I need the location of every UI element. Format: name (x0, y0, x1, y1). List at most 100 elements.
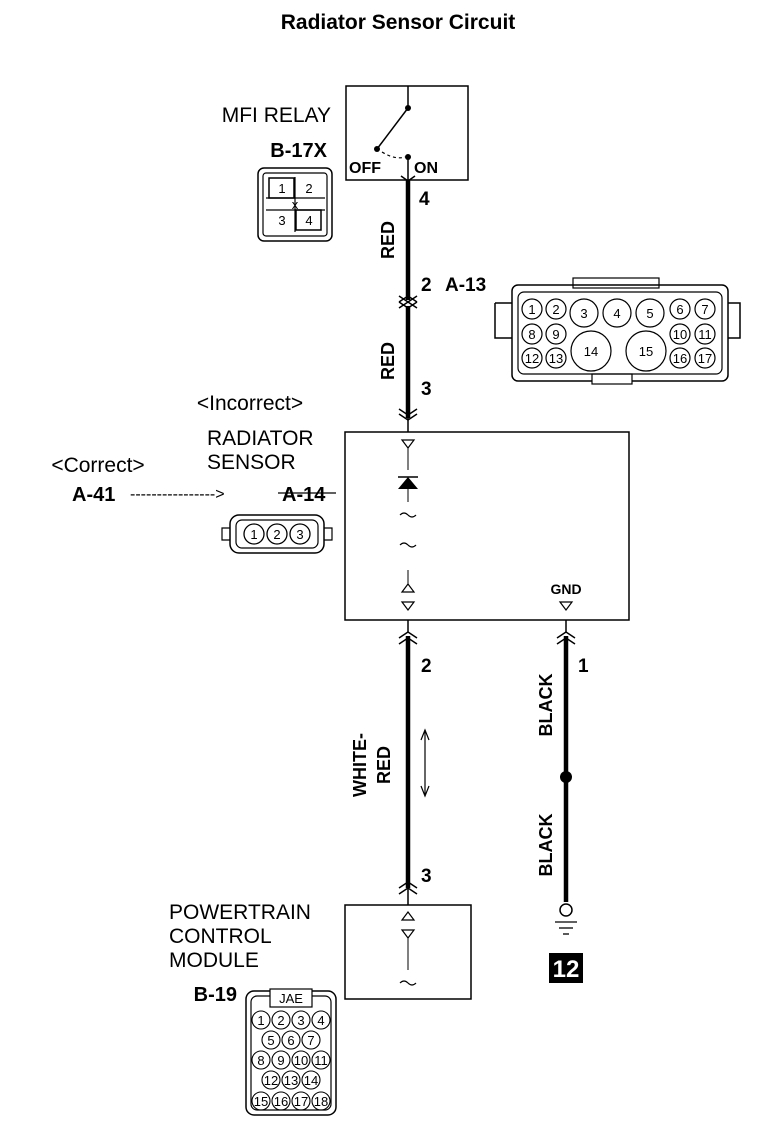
a13-pin-label-10: 10 (673, 327, 687, 342)
b19-connector: JAE 1 2 3 4 5 6 7 8 9 10 11 12 13 14 15 … (245, 988, 337, 1116)
b19-pin-10: 10 (294, 1053, 308, 1068)
incorrect-connector-id: A-14 (282, 484, 326, 506)
ground-wire: 1 BLACK BLACK 12 (536, 620, 589, 983)
radiator-sensor-name-2: SENSOR (207, 451, 296, 474)
b19-pin-15: 15 (254, 1094, 268, 1109)
a13-connector: 1 2 3 4 5 6 7 8 9 10 11 12 13 14 15 16 1… (494, 277, 741, 385)
b17x-pin-2: 2 (305, 181, 312, 196)
red-wire: 4 RED 2 A-13 RED 3 (378, 175, 486, 432)
a13-pin-label-16: 16 (673, 351, 687, 366)
a13-pin-label-2: 2 (552, 302, 559, 317)
signal-wire-pin-bottom: 3 (421, 866, 432, 887)
b17x-connector: 1 2 3 4 x (257, 167, 333, 242)
b17x-pin-1: 1 (278, 181, 285, 196)
sensor-diode (398, 477, 418, 489)
a13-pin-label-9: 9 (552, 327, 559, 342)
relay-off-contact (374, 146, 380, 152)
mfi-relay-connector-id: B-17X (270, 140, 327, 162)
red-wire-upper-label: RED (378, 221, 398, 259)
a13-pin-label-4: 4 (613, 306, 620, 321)
sensor-pin-3: 3 (421, 379, 432, 400)
ground-wire-color-lower: BLACK (536, 814, 556, 877)
incorrect-label: <Incorrect> (197, 392, 303, 415)
a13-pin-label-3: 3 (580, 306, 587, 321)
relay-switch-arm (376, 107, 409, 150)
correction-arrow: ----------------> (130, 486, 225, 503)
a13-pin-label-1: 1 (528, 302, 535, 317)
b19-pin-5: 5 (267, 1033, 274, 1048)
sensor-conn-pin-2: 2 (273, 527, 280, 542)
a13-pin-label-11: 11 (698, 327, 712, 342)
sensor-conn-pin-3: 3 (296, 527, 303, 542)
ground-symbol-icon (555, 903, 577, 935)
a13-pin-2: 2 (421, 275, 432, 296)
b19-pin-3: 3 (297, 1013, 304, 1028)
relay-off-label: OFF (349, 160, 381, 177)
relay-on-label: ON (414, 160, 438, 177)
radiator-sensor-name-1: RADIATOR (207, 427, 314, 450)
ground-splice-point (560, 771, 572, 783)
b19-pin-16: 16 (274, 1094, 288, 1109)
signal-wire-color-1: WHITE- (350, 733, 370, 797)
diagram-title: Radiator Sensor Circuit (281, 11, 516, 34)
a13-pin-label-7: 7 (701, 302, 708, 317)
ground-wire-pin-top: 1 (578, 656, 589, 677)
a13-pin-label-8: 8 (528, 327, 535, 342)
b17x-pin-4: 4 (305, 213, 312, 228)
relay-switch-dash (381, 151, 406, 159)
b19-pin-2: 2 (277, 1013, 284, 1028)
b19-pin-4: 4 (317, 1013, 324, 1028)
ground-number: 12 (553, 956, 580, 983)
b17x-pin-3: 3 (278, 213, 285, 228)
ground-wire-color-upper: BLACK (536, 674, 556, 737)
b19-pin-8: 8 (257, 1053, 264, 1068)
b19-pin-12: 12 (264, 1073, 278, 1088)
b19-pin-11: 11 (314, 1053, 328, 1068)
b19-pin-7: 7 (307, 1033, 314, 1048)
a13-pin-label-13: 13 (549, 351, 563, 366)
b19-pin-13: 13 (284, 1073, 298, 1088)
b19-brand-label: JAE (279, 991, 303, 1006)
pcm-connector-id: B-19 (194, 984, 237, 1006)
a13-pin-label-12: 12 (525, 351, 539, 366)
correct-label: <Correct> (51, 454, 144, 477)
a13-pin-label-6: 6 (676, 302, 683, 317)
b19-pin-6: 6 (287, 1033, 294, 1048)
correction-note: <Incorrect> <Correct> A-41 -------------… (51, 392, 336, 506)
signal-wire-color-2: RED (374, 746, 394, 784)
sensor-gnd-label: GND (550, 581, 581, 597)
pcm-box (344, 904, 472, 1000)
pcm-name-2: CONTROL (169, 925, 272, 948)
a13-pin-label-15: 15 (639, 344, 653, 359)
a13-connector-id: A-13 (445, 275, 486, 296)
pcm-name-3: MODULE (169, 949, 259, 972)
radiator-sensor-box (344, 431, 630, 621)
correct-connector-id: A-41 (72, 484, 115, 506)
b19-pin-1: 1 (257, 1013, 264, 1028)
bidirectional-arrow-icon (420, 728, 430, 798)
b19-pin-14: 14 (304, 1073, 318, 1088)
signal-wire-pin-top: 2 (421, 656, 432, 677)
mfi-relay: OFF ON MFI RELAY B-17X (222, 85, 469, 181)
a13-pin-label-17: 17 (698, 351, 712, 366)
b19-pin-9: 9 (277, 1053, 284, 1068)
radiator-sensor: RADIATOR SENSOR GND (207, 427, 630, 621)
mfi-relay-name: MFI RELAY (222, 104, 331, 127)
signal-wire: 2 WHITE- RED 3 (350, 620, 432, 905)
relay-pin-4: 4 (419, 189, 430, 210)
sensor-entry-chevron (398, 408, 418, 421)
svg-text:x: x (292, 197, 299, 212)
b19-pin-17: 17 (294, 1094, 308, 1109)
powertrain-control-module: POWERTRAIN CONTROL MODULE B-19 (169, 901, 472, 1006)
pcm-name-1: POWERTRAIN (169, 901, 311, 924)
a13-pin-label-5: 5 (646, 306, 653, 321)
red-wire-lower-label: RED (378, 342, 398, 380)
a13-junction-chevron (398, 295, 418, 309)
ground-number-badge (549, 953, 583, 983)
b19-pin-18: 18 (314, 1094, 328, 1109)
sensor-connector: 1 2 3 (221, 514, 333, 554)
sensor-conn-pin-1: 1 (250, 527, 257, 542)
a13-pin-label-14: 14 (584, 344, 598, 359)
relay-pivot-dot (405, 105, 411, 111)
